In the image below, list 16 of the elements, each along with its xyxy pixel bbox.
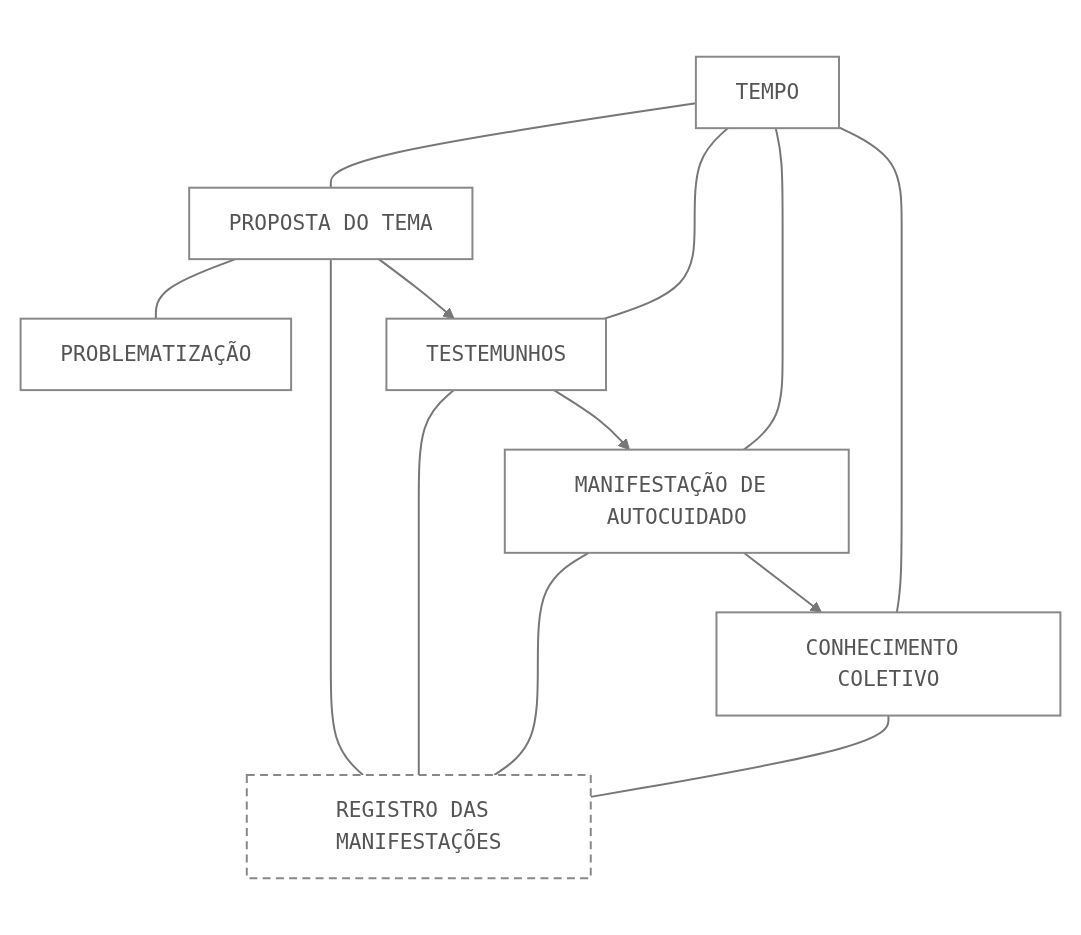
connector: [493, 551, 590, 777]
arrow: [377, 258, 455, 320]
node-box: REGISTRO DAS MANIFESTAÇÕES: [245, 774, 592, 880]
connector: [603, 127, 729, 320]
node-box: CONHECIMENTO COLETIVO: [715, 611, 1062, 717]
node-box: TEMPO: [694, 55, 840, 130]
connector: [329, 258, 364, 777]
connector: [742, 127, 784, 451]
node-box: PROBLEMATIZAÇÃO: [19, 317, 293, 392]
connector: [838, 126, 903, 614]
node-box: MANIFESTAÇÃO DE AUTOCUIDADO: [503, 448, 850, 554]
arrow: [552, 389, 630, 451]
node-box: PROPOSTA DO TEMA: [188, 186, 474, 261]
node-box: TESTEMUNHOS: [385, 317, 607, 392]
connector: [417, 389, 455, 777]
arrow: [742, 551, 822, 613]
